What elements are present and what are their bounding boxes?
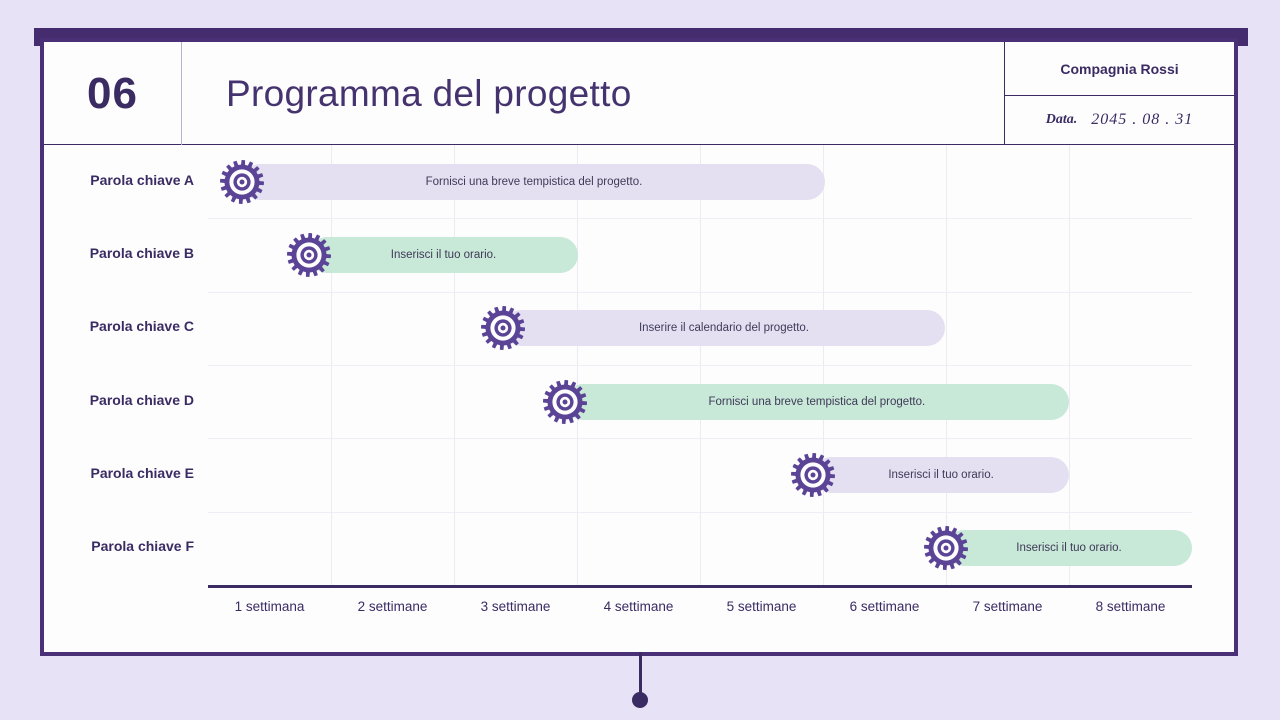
pointer-dot [632, 692, 648, 708]
grid-line-horizontal [208, 438, 1192, 440]
slide-meta-cell: Compagnia Rossi Data. 2045 . 08 . 31 [1004, 42, 1234, 145]
gear-icon [286, 232, 332, 278]
slide-header: 06 Programma del progetto Compagnia Ross… [44, 42, 1234, 145]
category-axis: Parola chiave A Parola chiave B Parola chi… [44, 145, 208, 585]
category-label: Parola chiave A [90, 171, 194, 188]
slide-number: 06 [87, 68, 138, 118]
x-axis-tick-label: 6 settimane [849, 599, 920, 614]
x-axis-tick-label: 3 settimane [480, 599, 551, 614]
plot-area: Fornisci una breve tempistica del proget… [208, 145, 1192, 585]
grid-line-horizontal [208, 291, 1192, 293]
x-axis-tick-label: 1 settimana [234, 599, 305, 614]
slide-title-cell: Programma del progetto [182, 42, 1004, 145]
x-axis-tick-label: 2 settimane [357, 599, 428, 614]
gantt-bar[interactable]: Inserisci il tuo orario. [308, 237, 579, 273]
gantt-bar[interactable]: Fornisci una breve tempistica del proget… [242, 163, 826, 200]
date-label: Data. [1045, 112, 1078, 127]
gantt-bar[interactable]: Inserire il calendario del progetto. [503, 310, 945, 347]
pointer-stem [639, 652, 642, 700]
gantt-bar-label: Inserire il calendario del progetto. [638, 322, 809, 335]
x-axis-line [208, 585, 1192, 588]
grid-line-horizontal [208, 218, 1192, 220]
page-title: Programma del progetto [226, 72, 632, 114]
gantt-chart: Parola chiave A Parola chiave B Parola chi… [44, 145, 1234, 652]
x-axis-tick-label: 4 settimane [603, 599, 674, 614]
gear-icon [542, 379, 588, 425]
gantt-bar-label: Fornisci una breve tempistica del proget… [425, 175, 643, 188]
slide-number-cell: 06 [44, 42, 182, 145]
category-label: Parola chiave E [90, 465, 194, 481]
grid-line-horizontal [208, 365, 1192, 366]
gear-icon [790, 452, 836, 498]
x-axis-tick-label: 8 settimane [1095, 599, 1166, 614]
gear-icon [219, 159, 265, 205]
gantt-bar[interactable]: Fornisci una breve tempistica del proget… [564, 383, 1069, 420]
gantt-bar-label: Fornisci una breve tempistica del proget… [708, 395, 926, 408]
date-value: 2045 . 08 . 31 [1091, 111, 1194, 128]
company-name: Compagnia Rossi [1005, 42, 1234, 96]
category-label: Parola chiave B [89, 245, 194, 261]
slide-card: 06 Programma del progetto Compagnia Ross… [40, 38, 1238, 656]
category-label: Parola chiave F [91, 538, 194, 555]
x-axis-ticks: 1 settimana 2 settimane 3 settimane 4 setti… [208, 591, 1192, 635]
gantt-bar-label: Inserisci il tuo orario. [1016, 542, 1122, 555]
date-row: Data. 2045 . 08 . 31 [1005, 96, 1234, 144]
gantt-bar[interactable]: Inserisci il tuo orario. [813, 457, 1069, 493]
gantt-bar-label: Inserisci il tuo orario. [888, 469, 994, 481]
gantt-bar[interactable]: Inserisci il tuo orario. [946, 530, 1192, 567]
x-axis-tick-label: 7 settimane [972, 599, 1043, 614]
gantt-bar-label: Inserisci il tuo orario. [390, 249, 497, 261]
x-axis-tick-label: 5 settimane [726, 599, 797, 614]
gear-icon [480, 305, 526, 351]
gear-icon [923, 525, 969, 571]
grid-line-horizontal [208, 511, 1192, 513]
category-label: Parola chiave D [89, 391, 194, 408]
category-label: Parola chiave C [89, 318, 194, 335]
